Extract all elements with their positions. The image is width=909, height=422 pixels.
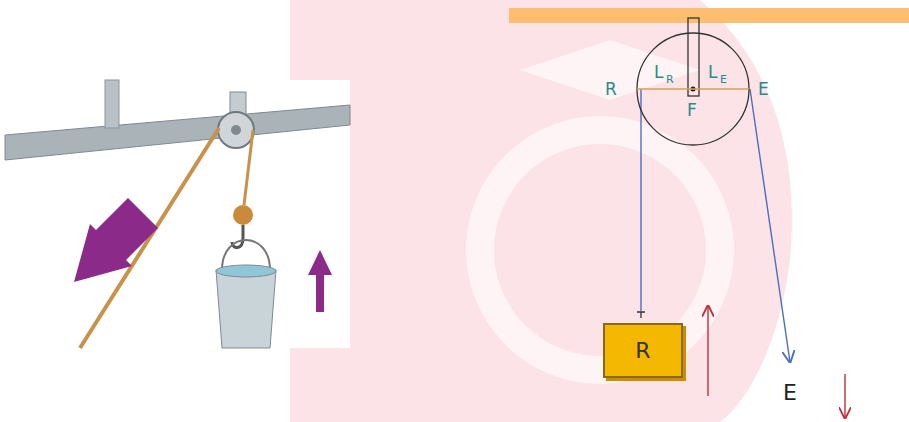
bucket xyxy=(216,270,276,348)
pulley-outline xyxy=(636,32,750,146)
down-arrow xyxy=(844,374,845,418)
rope xyxy=(244,130,253,205)
lift-arrow xyxy=(308,250,332,312)
rope-knot xyxy=(233,205,253,225)
pulley-axle xyxy=(231,125,241,135)
beam-bracket xyxy=(105,80,119,128)
rope-hook xyxy=(637,312,645,318)
fulcrum-label: F xyxy=(687,102,697,119)
effort-point-label: E xyxy=(758,81,769,98)
lever-arm-letter: L xyxy=(654,64,663,81)
lever-arm-subscript: E xyxy=(720,74,727,85)
axle-bracket xyxy=(688,18,699,96)
photo-ground xyxy=(0,80,350,348)
effort-label: E xyxy=(783,382,797,404)
ceiling xyxy=(509,8,909,23)
lever-arm-letter: L xyxy=(708,64,717,81)
pulley-wheel xyxy=(218,112,254,148)
watermark-ring xyxy=(480,130,720,370)
up-arrow xyxy=(707,306,708,396)
load-rope xyxy=(640,89,641,311)
effort-rope xyxy=(750,89,790,362)
pull-arrow xyxy=(74,198,158,282)
watermark-cap xyxy=(520,40,700,100)
load-box: R xyxy=(603,323,683,378)
load-point-label: R xyxy=(605,81,617,98)
beam xyxy=(5,105,350,160)
watermark-ground xyxy=(290,0,792,422)
pulley-circle-outline xyxy=(637,33,749,145)
lever-line xyxy=(637,88,749,90)
bucket-water xyxy=(216,265,276,277)
pulley-circle: LRLEF xyxy=(636,32,750,146)
load-label: R xyxy=(635,340,650,362)
lever-arm-subscript: R xyxy=(666,74,674,85)
